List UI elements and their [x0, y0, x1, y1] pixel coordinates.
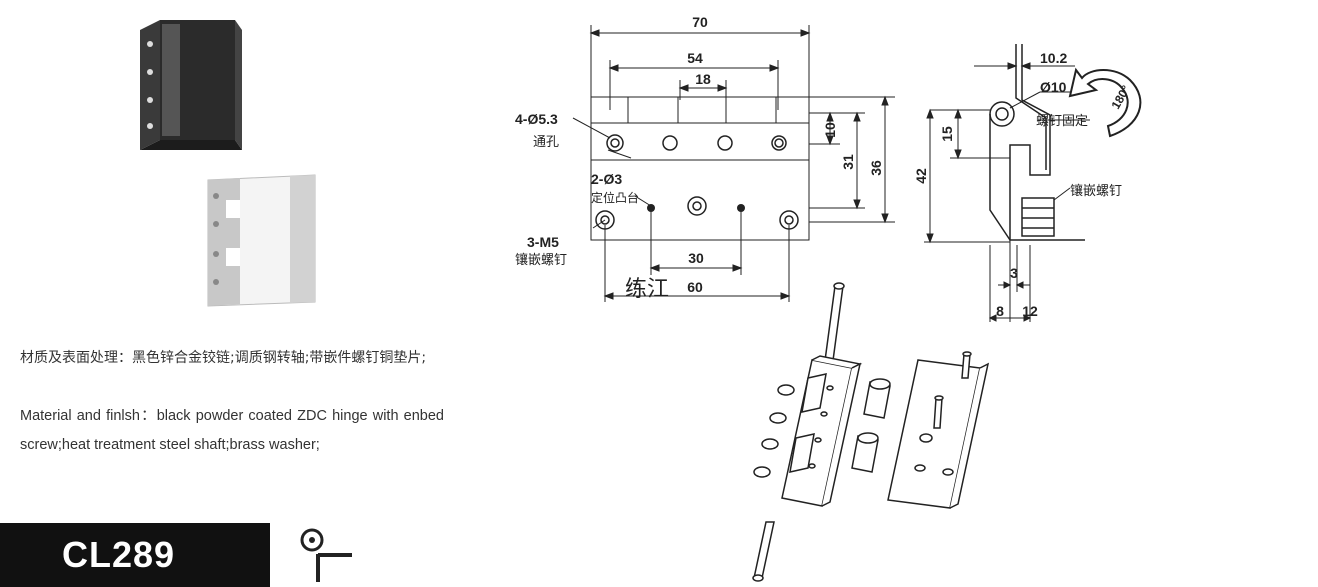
label-through-hole: 通孔: [533, 135, 559, 150]
silver-hinge-photo: [207, 174, 316, 307]
dim-10: 10: [822, 122, 838, 138]
dim-hole-pitch-30: 30: [688, 250, 704, 266]
dim-36: 36: [868, 160, 884, 176]
material-description-en: Material and finlsh：black powder coated …: [20, 408, 444, 453]
dim-42: 42: [913, 168, 929, 184]
material-description-cn: 材质及表面处理：黑色锌合金铰链;调质钢转轴;带嵌件螺钉铜垫片;: [20, 350, 427, 366]
model-number: CL289: [62, 534, 176, 575]
label-pins: 2-Ø3: [591, 171, 622, 187]
exploded-view-drawing: [752, 282, 990, 582]
label-screws: 3-M5: [527, 234, 559, 250]
label-holes: 4-Ø5.3: [515, 111, 558, 127]
dim-overall-width: 70: [692, 14, 708, 30]
dim-hole-pitch-60: 60: [687, 279, 703, 295]
rotation-arrow-icon: [1068, 67, 1142, 138]
product-photos: [140, 20, 316, 307]
black-hinge-photo: [140, 20, 242, 150]
dim-31: 31: [840, 154, 856, 170]
side-view-drawing: 180° 10.2 Ø10 螺钉固定 镶嵌螺钉 15 42 3 8 12: [913, 44, 1142, 322]
dim-pin-dia: Ø10: [1040, 79, 1067, 95]
hinge-type-icon: [300, 528, 352, 582]
label-insert-screw-side: 镶嵌螺钉: [1070, 183, 1122, 199]
label-locating-boss: 定位凸台: [591, 190, 639, 205]
dim-3: 3: [1010, 265, 1018, 281]
label-fixing-screw: 螺钉固定: [1036, 114, 1088, 129]
model-banner: [0, 523, 270, 587]
dim-12: 12: [1022, 303, 1038, 319]
dim-15: 15: [939, 126, 955, 142]
watermark: 练江: [625, 277, 669, 302]
front-view-drawing: 70 54 18 30 60 4-Ø5.3 通孔 2-Ø3 定位凸台 3-M5 …: [515, 14, 895, 302]
label-insert-screw-front: 镶嵌螺钉: [515, 252, 567, 268]
dim-8: 8: [996, 303, 1004, 319]
dim-leaf-width: 54: [687, 50, 703, 66]
dim-knuckle: 18: [695, 71, 711, 87]
dim-10-2: 10.2: [1040, 50, 1067, 66]
